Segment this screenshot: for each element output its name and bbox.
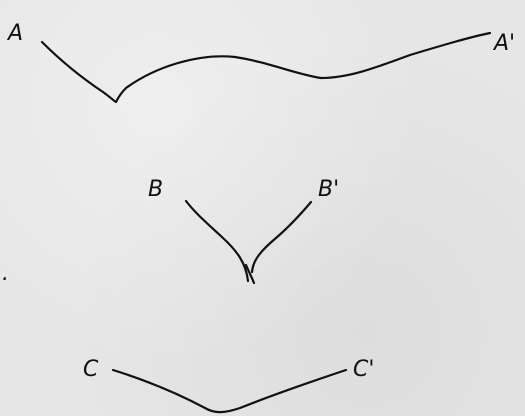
- edge-mark: .: [2, 261, 9, 286]
- curve-a: [40, 31, 492, 104]
- label-a-prime: A': [492, 31, 515, 56]
- label-c-prime: C': [353, 357, 374, 382]
- curve-b: [184, 199, 250, 283]
- curve-b-tip: [244, 263, 256, 285]
- curve-b-prime: [250, 200, 313, 274]
- label-a: A: [6, 21, 23, 46]
- label-b-prime: B': [318, 177, 339, 202]
- curve-c: [111, 368, 348, 414]
- label-c: C: [83, 357, 99, 382]
- label-b: B: [148, 177, 163, 202]
